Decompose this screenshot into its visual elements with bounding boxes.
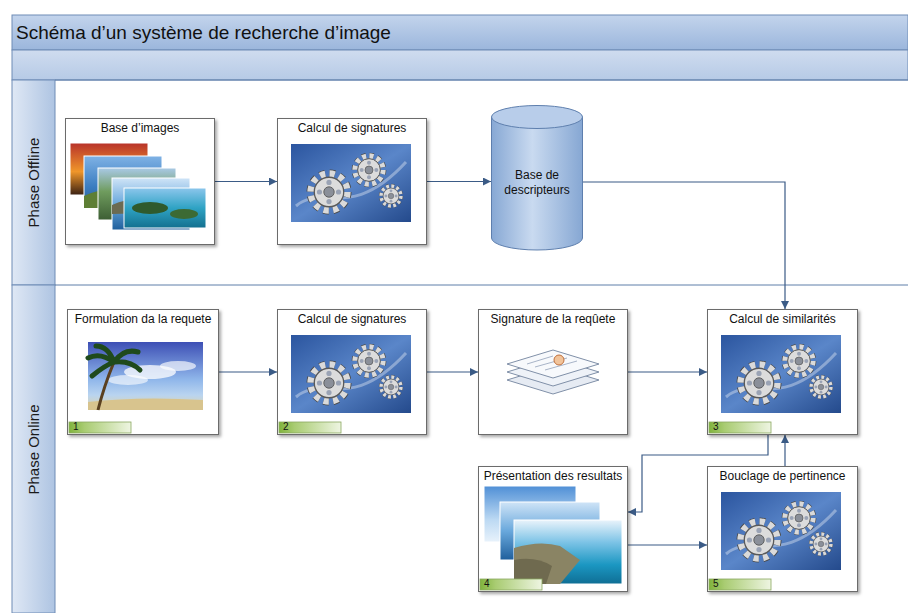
swimlane: Phase Offline Base d’images Calcul de sign… [12,80,908,285]
box-title: Signature de la reqûete [479,310,627,327]
process-box: Bouclage de pertinence 5 [707,466,858,592]
document-stack-icon [507,350,599,394]
gear-illustration [721,492,841,570]
gear-illustration [311,365,347,401]
document-stack-icon [554,355,564,365]
gear-illustration [355,156,383,184]
step-number: 1 [68,421,218,434]
title-bar: Schéma d’un système de recherche d’image [12,15,908,50]
box-title: Présentation des resultats [479,467,627,484]
box-grounds [707,309,858,435]
gear-illustration [381,377,401,397]
flow-arrow [628,544,707,545]
gear-illustration [291,144,411,222]
box-title: Calcul de signatures [278,119,426,136]
photo-stack-illustration [484,486,622,584]
image-stack-illustration [70,143,206,230]
gear-illustration [741,365,777,401]
photo-illustration [160,361,196,371]
box-title: Calcul de similarités [708,310,857,327]
photo-illustration [88,342,203,410]
gear-illustration [721,492,841,570]
swimlane-frame [12,15,908,613]
box-grounds [478,466,628,592]
gear-illustration [811,534,831,554]
lane-label-holder: Phase Offline [12,80,55,285]
box-grounds [277,118,427,245]
lane-label: Phase Offline [25,138,42,228]
box-grounds [277,309,427,435]
swimlane: Phase Online Formulation da la requete 1 Ca… [12,285,908,613]
photo-stack-illustration [514,520,622,584]
box-title: Formulation da la requete [68,310,218,327]
flow-arrow [427,181,491,182]
cylinder-body [492,117,583,250]
photo-illustration [88,346,140,376]
process-box: Calcul de similarités 3 [707,309,858,435]
flow-arrow [583,182,785,309]
step-badge [69,422,771,590]
step-number: 5 [708,578,857,591]
box-grounds [65,118,858,592]
box-grounds [67,309,219,435]
lane-border [55,285,908,286]
box-title: Base d’images [66,119,214,136]
process-box: Signature de la reqûete [478,309,628,435]
process-box: Calcul de signatures [277,118,427,245]
flow-arrow [628,371,707,372]
gear-illustration [741,522,777,558]
flow-arrow [784,435,785,466]
document-stack-icon [507,350,599,378]
gear-illustration [291,335,411,413]
image-stack-illustration [124,188,206,228]
lane-label: Phase Online [25,404,42,494]
box-grounds [707,466,858,592]
database-cylinder: Base de descripteurs [491,105,583,250]
gear-illustration [721,335,841,413]
photo-stack-illustration [514,543,580,584]
gear-illustration [381,186,401,206]
photo-illustration [108,375,148,385]
step-number: 4 [479,578,627,591]
cylinder-top [492,106,583,129]
diagram-title: Schéma d’un système de recherche d’image [12,15,908,50]
gear-illustration [355,347,383,375]
process-box: Formulation da la requete 1 [67,309,219,435]
process-box: Calcul de signatures 2 [277,309,427,435]
flow-arrow [219,371,277,372]
box-title: Calcul de signatures [278,310,426,327]
box-grounds [65,118,215,245]
lane-header [12,285,55,613]
box-grounds [478,309,628,435]
step-number: 2 [278,421,426,434]
step-number: 3 [708,421,857,434]
title-band [12,15,908,50]
lane-border [55,80,908,81]
lane-label-holder: Phase Online [12,285,55,613]
header-band [12,50,908,80]
image-stack-illustration [170,209,198,219]
photo-illustration [88,342,203,410]
gear-illustration [785,347,813,375]
gear-illustration [785,504,813,532]
gear-illustration [291,144,411,222]
photo-illustration [88,398,203,410]
process-box: Base d’images [65,118,215,245]
flow-arrow [215,181,277,182]
image-stack-illustration [132,202,168,214]
lane-header [12,80,55,285]
gear-illustration [811,377,831,397]
flow-arrow [427,371,478,372]
process-box: Présentation des resultats 4 [478,466,628,592]
database-label: Base de descripteurs [497,168,577,198]
gear-illustration [721,335,841,413]
gear-illustration [291,335,411,413]
gear-illustration [311,174,347,210]
box-title: Bouclage de pertinence [708,467,857,484]
